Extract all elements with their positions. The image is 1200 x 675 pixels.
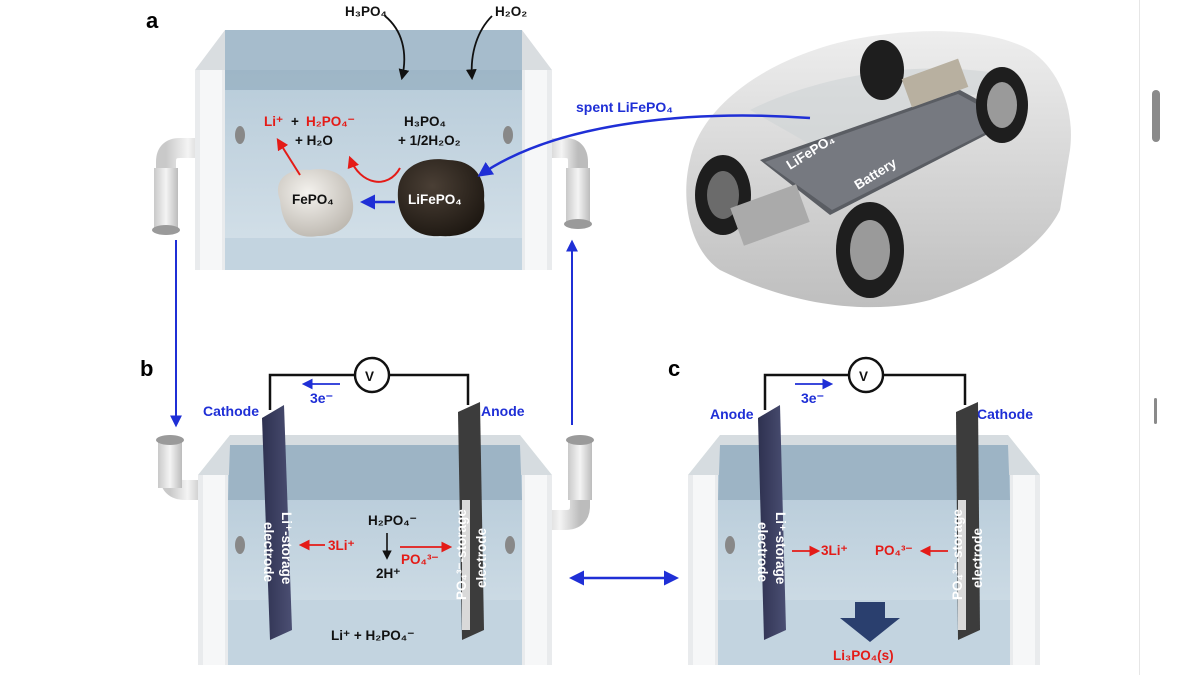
cell-b-li-electrode [262, 405, 292, 640]
cell-b-po4-electrode-line2: electrode [474, 527, 489, 588]
reagent-line1-label: H₃PO₄ [404, 114, 446, 129]
cell-b-li-electrode-line1: Li⁺-storage [279, 512, 294, 585]
product-li-label: Li⁺ [264, 114, 283, 129]
h3po4-input-arrow [384, 15, 410, 81]
reagent-line2-label: + 1/2H₂O₂ [398, 133, 461, 148]
cell-c-li-electrode-line2: electrode [755, 522, 770, 583]
cell-c-phosphate-label: PO₄³⁻ [875, 543, 913, 558]
product-h2po4-label: H₂PO₄⁻ [306, 114, 355, 129]
cell-b-li-ions-label: 3Li⁺ [328, 538, 355, 553]
scrollbar-position-marker [1154, 398, 1157, 424]
cell-c-circuit-wire-right [883, 373, 967, 405]
cell-c-li-electrode [758, 405, 786, 640]
cell-c-li-ions-label: 3Li⁺ [821, 543, 848, 558]
panel-c-letter: c [668, 356, 680, 381]
product-plus-label: + [291, 114, 299, 129]
reagent-curve-arrow [347, 155, 401, 183]
input-h2o2-label: H₂O₂ [495, 4, 527, 19]
precipitate-down-arrow [840, 602, 900, 642]
cell-b-electron-label: 3e⁻ [310, 390, 333, 406]
page-scrollbar[interactable] [1139, 0, 1200, 675]
electric-car-illustration [686, 31, 1071, 308]
cell-c-voltmeter-label: V [859, 369, 868, 384]
cell-b-circuit-wire [268, 373, 355, 410]
cell-b-electrolyte-label: Li⁺ + H₂PO₄⁻ [331, 628, 414, 643]
cell-c-circuit-wire [763, 373, 849, 410]
lifepo4-label: LiFePO₄ [408, 192, 462, 207]
cell-b-cathode-label: Cathode [203, 403, 259, 419]
cell-b-voltmeter [353, 356, 391, 394]
cell-b-protons-label: 2H⁺ [376, 566, 400, 581]
cell-c-po4-electrode-line2: electrode [970, 527, 985, 588]
cell-b-voltmeter-label: V [365, 369, 374, 384]
product-water-label: + H₂O [295, 133, 333, 148]
tank-a [152, 30, 592, 270]
h2o2-input-arrow [465, 15, 493, 81]
input-h3po4-label: H₃PO₄ [345, 4, 387, 19]
cell-b-phosphate-label: PO₄³⁻ [401, 552, 439, 567]
cell-c-li-electrode-line1: Li⁺-storage [773, 512, 788, 585]
panel-a-letter: a [146, 8, 159, 33]
lifepo4-rock [397, 159, 485, 237]
cell-b-anode-label: Anode [481, 403, 525, 419]
cell-b-po4-electrode-line1: PO₄³⁻-storage [454, 509, 469, 600]
scrollbar-thumb[interactable] [1152, 90, 1160, 142]
cell-c-electron-label: 3e⁻ [801, 390, 824, 406]
fepo4-to-li-arrow [276, 137, 301, 176]
panel-b-letter: b [140, 356, 153, 381]
spent-lifepo4-label: spent LiFePO₄ [576, 99, 673, 115]
cell-c-po4-electrode-line1: PO₄³⁻-storage [950, 509, 965, 600]
cell-b-acid-label: H₂PO₄⁻ [368, 513, 417, 528]
cell-c-anode-label: Anode [710, 406, 754, 422]
cell-c-precipitate-label: Li₃PO₄(s) [833, 648, 894, 663]
cell-c-voltmeter [847, 356, 885, 394]
spent-battery-arrow [477, 114, 811, 177]
fepo4-rock [278, 169, 354, 237]
cell-c-cathode-label: Cathode [977, 406, 1033, 422]
cell-b-circuit-wire-right [389, 373, 470, 405]
fepo4-label: FePO₄ [292, 192, 334, 207]
cell-b-li-electrode-line2: electrode [261, 522, 276, 583]
